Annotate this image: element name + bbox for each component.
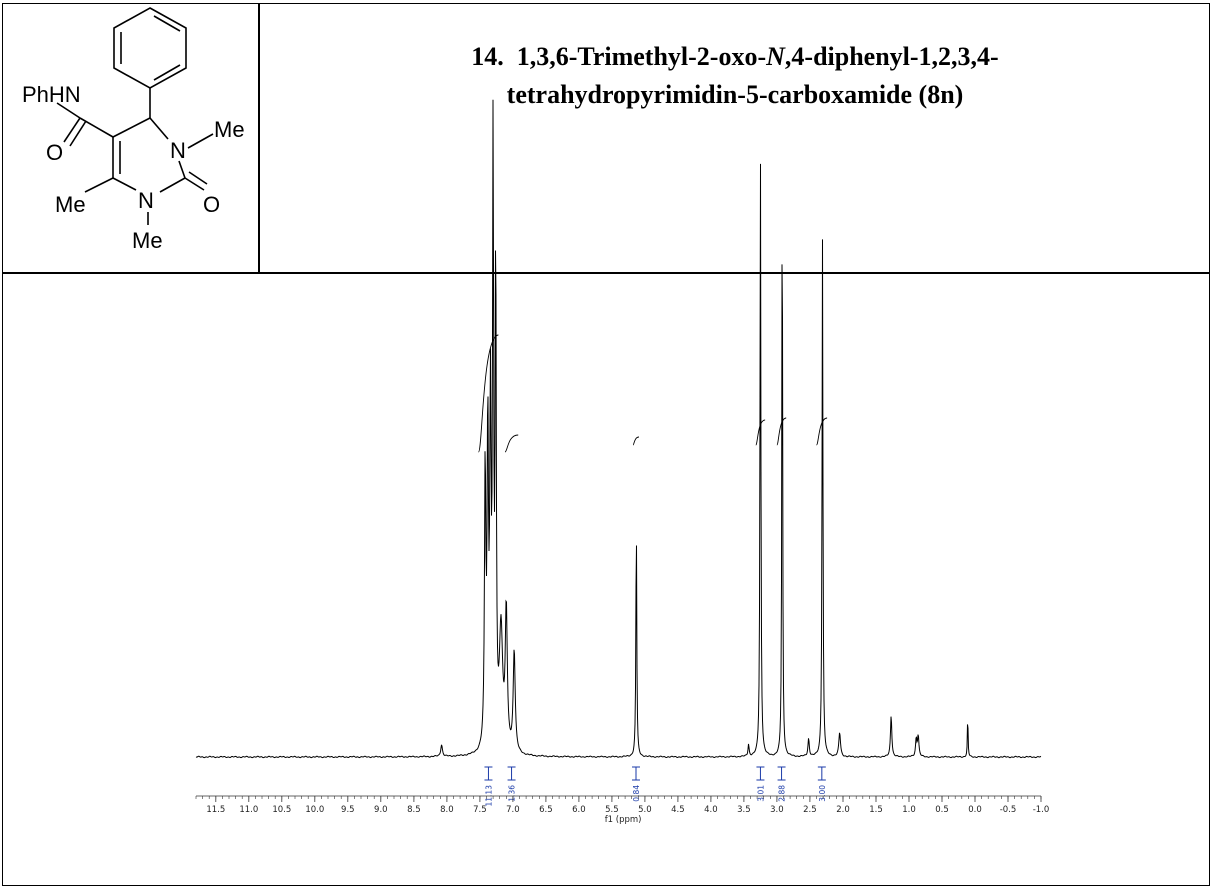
bond-amide-o-double	[69, 120, 87, 147]
integral-marker: 3.00	[817, 766, 827, 802]
bond-amide-n	[56, 102, 81, 119]
atom-phhn: PhHN	[22, 82, 81, 107]
integral-curve	[776, 417, 787, 446]
x-tick-label: 2.5	[803, 805, 817, 815]
x-tick-label: 1.5	[869, 805, 883, 815]
x-tick-label: 7.5	[473, 805, 487, 815]
title-line-1: 14. 1,3,6-Trimethyl-2-oxo-N,4-diphenyl-1…	[260, 38, 1210, 76]
compound-title: 14. 1,3,6-Trimethyl-2-oxo-N,4-diphenyl-1…	[260, 38, 1210, 114]
integral-curve	[504, 434, 519, 453]
x-tick-label: 11.0	[239, 805, 258, 815]
section-divider	[2, 272, 1210, 274]
bond-c6-n1	[112, 177, 137, 191]
header-divider	[258, 3, 260, 273]
atom-c6-me: Me	[55, 192, 86, 217]
phenyl-double-bond	[153, 15, 181, 32]
bond-c4-c5	[112, 117, 151, 138]
integral-marker: 2.88	[777, 766, 787, 802]
integral-marker: 0.84	[631, 766, 641, 802]
bond-c2-n3	[178, 160, 186, 179]
atom-n1: N	[138, 188, 154, 213]
bond-amide-o	[63, 117, 81, 143]
x-tick-label: 0.0	[968, 805, 982, 815]
phenyl-double-bond	[153, 64, 181, 81]
x-tick-label: 3.5	[737, 805, 751, 815]
x-tick-label: 10.5	[272, 805, 291, 815]
integral-curve	[632, 436, 640, 446]
atom-n3-me: Me	[214, 117, 245, 142]
integral-value: 3.01	[756, 785, 765, 802]
integral-value: 1.36	[508, 785, 517, 802]
bond-c2-o	[184, 177, 205, 191]
x-axis-label: f1 (ppm)	[605, 815, 642, 825]
integral-curve	[816, 417, 828, 446]
bond-c4-n3	[149, 117, 169, 140]
bond-c6-me	[84, 177, 114, 193]
x-tick-label: 8.5	[407, 805, 421, 815]
integral-markers: 11.13 1.36 0.84 3.01 2.88 3.00	[484, 766, 827, 806]
x-tick-label: 4.0	[704, 805, 718, 815]
compound-number: 14.	[471, 42, 504, 71]
bond-c2-o-double	[188, 171, 208, 185]
atom-carbonyl-o: O	[203, 192, 220, 217]
integral-marker: 11.13	[484, 766, 493, 806]
integral-marker: 1.36	[507, 766, 517, 802]
integral-marker: 3.01	[756, 766, 765, 802]
phenyl-ring	[113, 7, 187, 89]
integral-value: 0.84	[632, 785, 641, 802]
integral-value: 2.88	[778, 785, 787, 802]
x-ticks: 11.5 11.0 10.5 10.0 9.5 9.0 8.5 8.0 7.5 7.0 6.5 6.0…	[195, 796, 1050, 815]
x-tick-label: -1.0	[1033, 805, 1050, 815]
spectrum-trace	[195, 99, 1042, 759]
title-part-2: ,4-diphenyl-1,2,3,4-	[784, 42, 999, 71]
x-tick-label: 11.5	[206, 805, 225, 815]
figure-frame	[2, 3, 1210, 886]
title-part-1: 1,3,6-Trimethyl-2-oxo-	[516, 42, 767, 71]
x-tick-label: 6.5	[539, 805, 553, 815]
integral-curves	[478, 334, 828, 453]
x-tick-label: 2.0	[836, 805, 850, 815]
atom-n3: N	[170, 138, 186, 163]
x-tick-label: 0.5	[935, 805, 949, 815]
structure-labels: PhHN O N Me O N Me Me	[22, 82, 245, 253]
nmr-spectrum: 11.13 1.36 0.84 3.01 2.88 3.00 11.5 11.0 10.5 10…	[195, 99, 1050, 825]
x-tick-label: 8.0	[440, 805, 454, 815]
x-tick-label: 4.5	[671, 805, 685, 815]
x-tick-label: 7.0	[506, 805, 520, 815]
x-tick-label: 3.0	[770, 805, 784, 815]
bond-c5-amide	[79, 117, 114, 138]
x-tick-label: 5.0	[638, 805, 652, 815]
x-tick-label: 5.5	[605, 805, 619, 815]
x-tick-label: -0.5	[1000, 805, 1017, 815]
atom-amide-o: O	[46, 140, 63, 165]
integral-value: 3.00	[818, 785, 827, 802]
x-tick-label: 9.0	[374, 805, 388, 815]
integral-curve	[755, 419, 766, 446]
integral-curve	[478, 334, 499, 453]
x-tick-label: 1.0	[902, 805, 916, 815]
atom-n1-me: Me	[132, 228, 163, 253]
x-tick-label: 10.0	[305, 805, 324, 815]
title-italic-n: N	[766, 42, 785, 71]
bond-n3-me	[187, 133, 214, 149]
title-line-2: tetrahydropyrimidin-5-carboxamide (8n)	[506, 80, 964, 109]
x-tick-label: 9.5	[341, 805, 355, 815]
bond-n1-c2	[159, 177, 186, 193]
x-tick-label: 6.0	[572, 805, 586, 815]
chemical-structure	[56, 7, 214, 225]
